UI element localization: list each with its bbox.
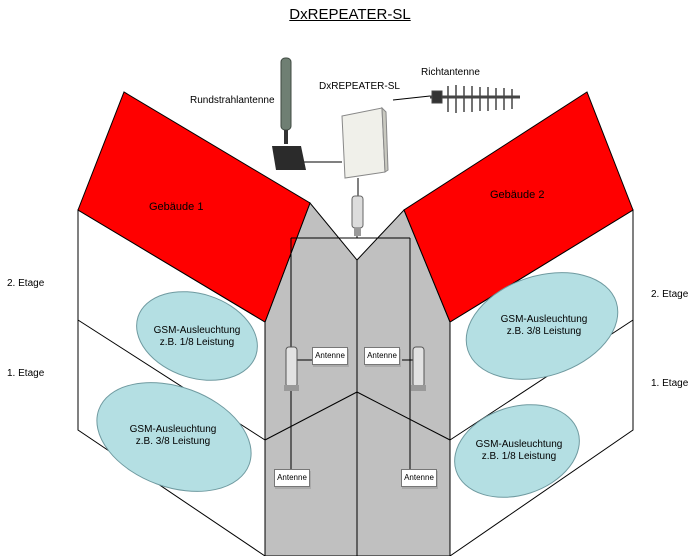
coverage-ellipse-4 <box>454 404 580 498</box>
antenna-box-upper-right: Antenne <box>364 347 400 365</box>
directional-antenna-label: Richtantenne <box>421 67 480 78</box>
coverage-ellipse-3 <box>465 272 619 380</box>
floor-1-left-label: 1. Etage <box>7 368 45 379</box>
repeater-device-icon <box>341 106 389 179</box>
coverage-2-line2: z.B. 3/8 Leistung <box>135 436 211 447</box>
floor-splitter-right-icon <box>411 346 426 391</box>
omni-antenna-icon <box>272 57 306 170</box>
coverage-label-2: GSM-Ausleuchtung z.B. 3/8 Leistung <box>113 424 233 448</box>
coverage-1-line2: z.B. 1/8 Leistung <box>159 337 235 348</box>
floor-1-right-label: 1. Etage <box>651 378 689 389</box>
antenna-box-lower-right: Antenne <box>401 469 437 487</box>
building-1-label: Gebäude 1 <box>149 201 204 213</box>
floor-splitter-left-icon <box>284 346 299 391</box>
coverage-3-line1: GSM-Ausleuchtung <box>500 314 588 325</box>
floor-2-right-label: 2. Etage <box>651 289 689 300</box>
splitter-icon <box>351 195 364 236</box>
building-1-roof <box>77 91 311 323</box>
diagram-title: DxREPEATER-SL <box>289 6 411 23</box>
antenna-box-upper-left: Antenne <box>312 347 348 365</box>
coverage-1-line1: GSM-Ausleuchtung <box>153 325 241 336</box>
coverage-label-3: GSM-Ausleuchtung z.B. 3/8 Leistung <box>484 314 604 338</box>
coverage-4-line1: GSM-Ausleuchtung <box>475 439 563 450</box>
coverage-4-line2: z.B. 1/8 Leistung <box>481 451 557 462</box>
antenna-box-lower-left: Antenne <box>274 469 310 487</box>
coverage-ellipse-1 <box>136 291 258 381</box>
floor-2-left-label: 2. Etage <box>7 278 45 289</box>
coverage-label-4: GSM-Ausleuchtung z.B. 1/8 Leistung <box>459 439 579 463</box>
inner-floor-divider-left <box>264 391 358 441</box>
directional-antenna-icon <box>430 85 520 113</box>
coverage-3-line2: z.B. 3/8 Leistung <box>506 326 582 337</box>
coverage-2-line1: GSM-Ausleuchtung <box>129 424 217 435</box>
inner-floor-divider-right <box>356 391 451 441</box>
coverage-ellipse-2 <box>96 382 252 492</box>
building-2-label: Gebäude 2 <box>490 189 545 201</box>
coverage-label-1: GSM-Ausleuchtung z.B. 1/8 Leistung <box>137 325 257 349</box>
omni-antenna-label: Rundstrahlantenne <box>190 95 275 106</box>
repeater-label: DxREPEATER-SL <box>319 81 400 92</box>
